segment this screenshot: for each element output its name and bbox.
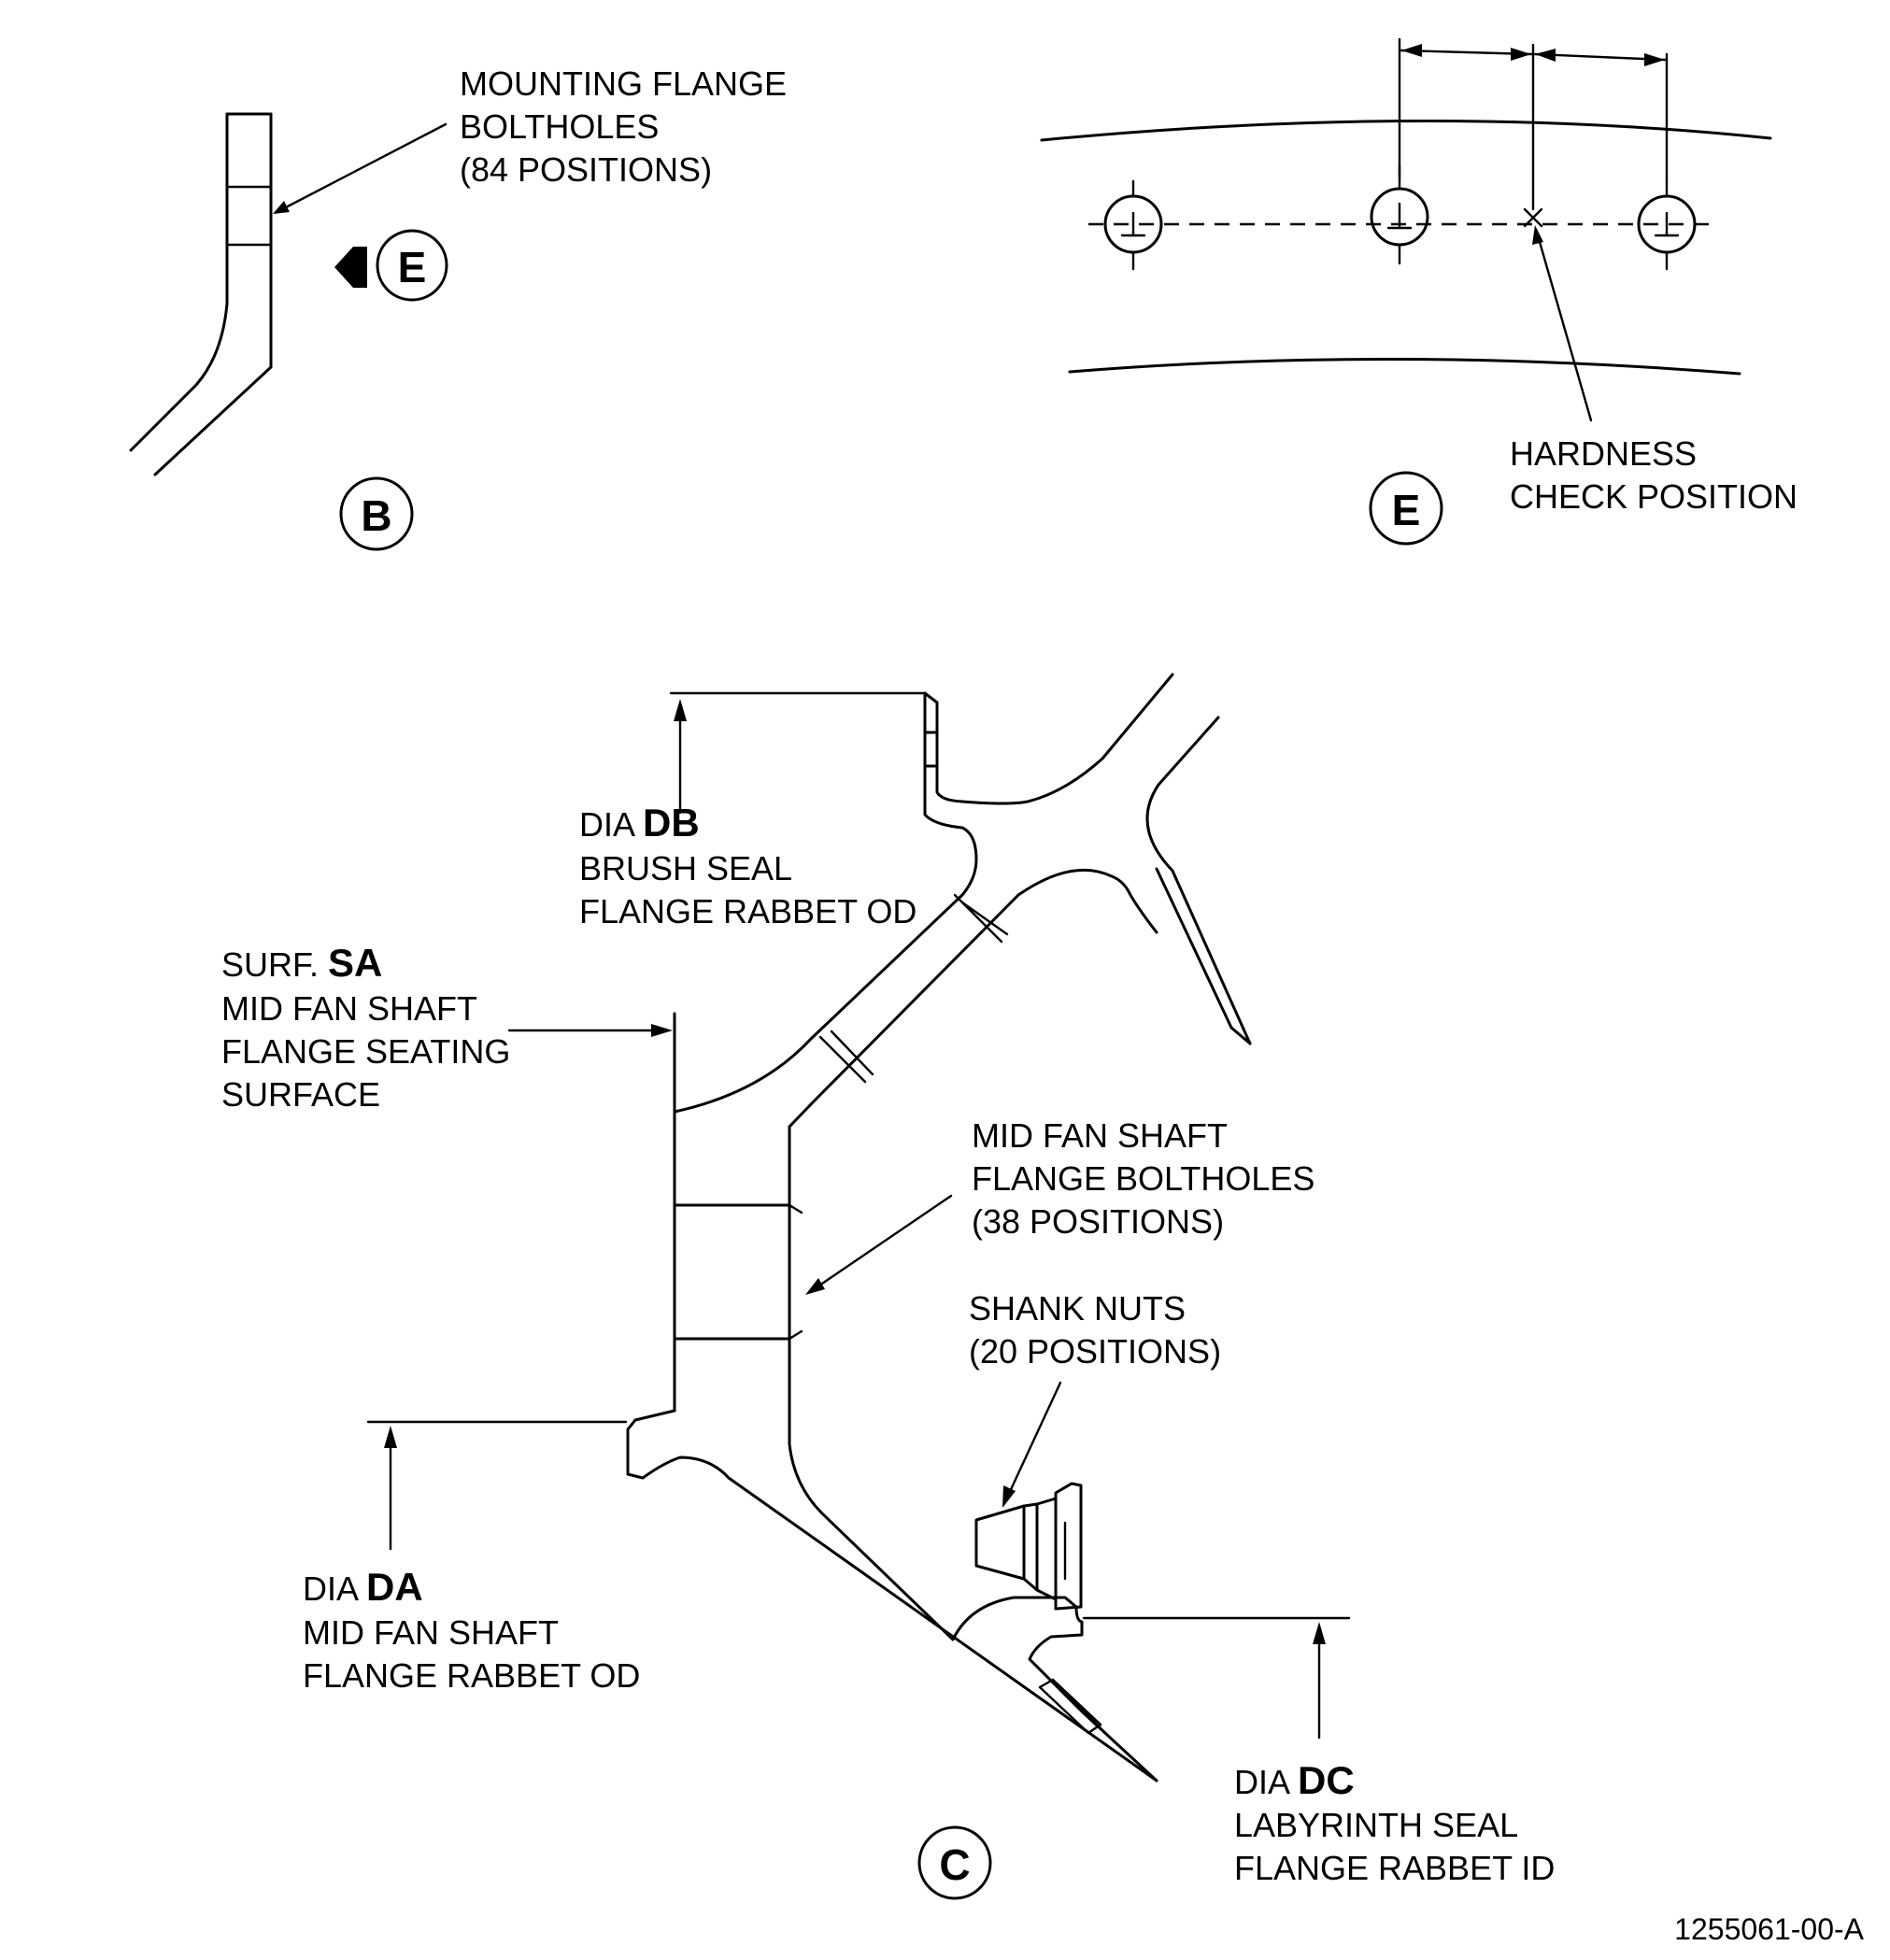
- view-c-callout: C: [917, 1825, 992, 1900]
- hardness-check-leader: [1532, 225, 1593, 422]
- view-e-dimension: [1398, 37, 1669, 211]
- view-b-flange-section: [129, 112, 273, 476]
- view-c: DIA DB BRUSH SEAL FLANGE RABBET OD SURF.…: [221, 673, 1555, 1900]
- svg-text:E: E: [398, 243, 427, 291]
- shank-nuts-label: SHANK NUTS (20 POSITIONS): [969, 1289, 1221, 1371]
- svg-text:B: B: [361, 491, 391, 540]
- hardness-check-marker: [1523, 207, 1543, 228]
- document-id: 1255061-00-A: [1674, 1912, 1864, 1946]
- svg-text:C: C: [939, 1840, 970, 1889]
- shank-nuts-leader: [1002, 1381, 1062, 1508]
- view-e: HARDNESS CHECK POSITION E: [1040, 37, 1798, 546]
- dia-dc-label: DIA DC LABYRINTH SEAL FLANGE RABBET ID: [1234, 1758, 1555, 1887]
- boltholes-leader: [805, 1194, 953, 1295]
- bolthole-2: [1370, 164, 1429, 265]
- view-b-boltholes-leader: [273, 122, 448, 214]
- dia-db-label: DIA DB BRUSH SEAL FLANGE RABBET OD: [579, 801, 917, 930]
- shank-nut: [974, 1482, 1083, 1611]
- view-e-outer-edge: [1040, 120, 1772, 142]
- view-e-inner-edge: [1068, 357, 1741, 376]
- hardness-check-label: HARDNESS CHECK POSITION: [1510, 434, 1798, 516]
- view-b: MOUNTING FLANGE BOLTHOLES (84 POSITIONS)…: [129, 64, 796, 551]
- mounting-flange-label: MOUNTING FLANGE BOLTHOLES (84 POSITIONS): [460, 64, 796, 189]
- svg-text:E: E: [1392, 486, 1421, 534]
- mid-fan-shaft-boltholes-label: MID FAN SHAFT FLANGE BOLTHOLES (38 POSIT…: [972, 1116, 1324, 1241]
- dia-dc-dimension: [1082, 1616, 1351, 1740]
- surf-sa-label: SURF. SA MID FAN SHAFT FLANGE SEATING SU…: [221, 941, 519, 1114]
- view-b-callout: B: [339, 476, 414, 551]
- view-e-callout: E: [1369, 471, 1443, 546]
- view-e-direction-marker: E: [334, 229, 448, 302]
- bolthole-3: [1637, 176, 1697, 271]
- dia-da-label: DIA DA MID FAN SHAFT FLANGE RABBET OD: [303, 1565, 640, 1695]
- bolthole-1: [1103, 179, 1163, 271]
- dia-da-dimension: [366, 1420, 628, 1551]
- dia-db-dimension: [669, 691, 927, 815]
- view-c-section: [626, 673, 1252, 1782]
- surf-sa-leader: [507, 1024, 673, 1037]
